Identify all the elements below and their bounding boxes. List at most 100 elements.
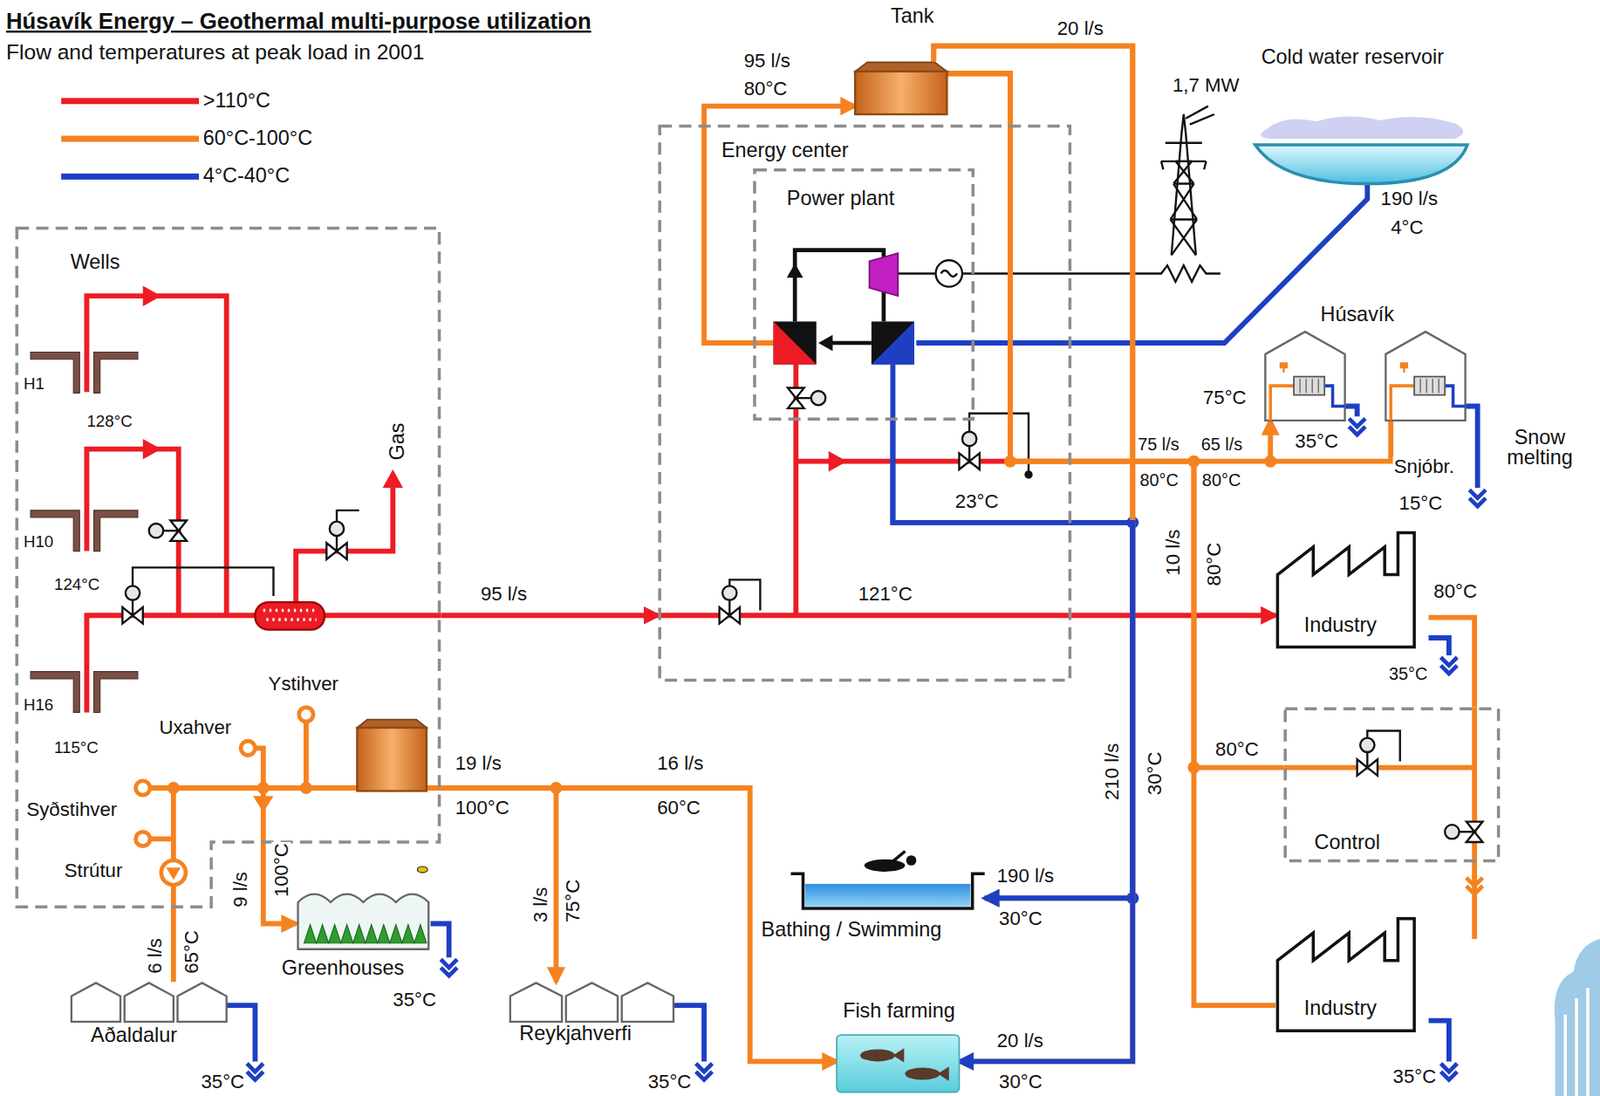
factory-outline [1277, 533, 1415, 648]
control-valve [795, 396, 812, 399]
place-name: Ystihver [266, 673, 340, 693]
pipe-connector [1071, 612, 1276, 618]
node-name: Industry [1303, 997, 1379, 1018]
pipe-connector [933, 46, 1133, 899]
hot-tap [1400, 362, 1409, 373]
node-name: H16 [22, 697, 55, 714]
flow-arrow [252, 795, 274, 813]
place-name: Strútur [63, 860, 124, 880]
control-valve [1444, 824, 1459, 839]
pipe-connector [704, 106, 855, 343]
drain-chevron [1469, 498, 1486, 506]
storage-tank [356, 719, 427, 792]
drain-chevron [246, 1063, 264, 1072]
drain-chevron [1466, 885, 1484, 894]
flow-label: 60°C [656, 798, 702, 818]
company-logo [1554, 938, 1600, 1096]
generator-symbol [936, 259, 963, 287]
flow-label: 80°C [743, 78, 789, 98]
region-outline [16, 227, 439, 907]
flow-label: 65 l/s [1200, 435, 1245, 453]
power-pylon [1170, 161, 1197, 256]
flow-label: 35°C [1391, 1066, 1437, 1086]
warm-pipe [752, 342, 1475, 939]
control-valve [1466, 831, 1484, 842]
flow-arrow [828, 451, 848, 472]
temperature-label: 115°C [53, 739, 100, 757]
legend-swatch [61, 173, 199, 180]
hot-spring [240, 740, 255, 755]
control-valve [969, 452, 980, 470]
pipe-connector [263, 908, 296, 924]
flow-label: 15°C [1397, 492, 1443, 513]
pipe-connector [946, 73, 1271, 461]
well-casing [94, 671, 138, 713]
control-valve [787, 397, 805, 409]
power-pylon [1185, 106, 1215, 125]
pipe-connector [170, 908, 177, 982]
flow-label: 65°C [181, 929, 201, 975]
drain-chevron [1441, 656, 1458, 665]
fish [904, 1066, 940, 1080]
pipe-connector [892, 420, 1133, 1062]
radiator [1299, 378, 1319, 393]
hot-pipe [86, 295, 1072, 712]
flow-label: 23°C [954, 492, 1000, 512]
control-valve [125, 585, 140, 600]
swimming-pool-shape [790, 867, 985, 910]
heat-exchanger [773, 321, 915, 364]
generator-symbol [962, 265, 1221, 282]
fish-pond-shape [836, 1030, 959, 1092]
company-logo [1554, 938, 1600, 1096]
edge-label: 95 l/s [479, 583, 528, 603]
pipe-connector [1429, 617, 1476, 708]
tank-roof [854, 61, 947, 72]
control-valve [335, 535, 338, 552]
node-name: Tank [889, 5, 936, 26]
temperature-label: 128°C [85, 413, 134, 431]
village-houses-shape [510, 981, 674, 1023]
pipe-connector [892, 420, 1133, 898]
swimming-pool: Bathing / Swimming [790, 867, 985, 910]
node-name: Fish farming [841, 999, 957, 1020]
pump-symbol [161, 860, 186, 885]
industry-building: Industry [1275, 914, 1429, 1033]
legend-swatch [61, 136, 199, 143]
pump-symbol [166, 867, 181, 880]
flow-label: 10 l/s [1162, 527, 1183, 576]
village-houses: Reykjahverfi [510, 981, 674, 1023]
flow-label: 75 l/s [1136, 435, 1181, 453]
house-pipe [1390, 385, 1415, 421]
flow-label: 35°C [647, 1071, 693, 1091]
cold-water-reservoir: Cold water reservoir [1252, 112, 1470, 185]
steam-separator [254, 601, 325, 630]
greenhouse: Greenhouses [295, 879, 431, 951]
temperature-label: 124°C [53, 576, 102, 594]
node-name: Industry [1303, 614, 1379, 635]
place-name: Syðstihver [25, 799, 118, 819]
village-houses: Aðaldalur [71, 981, 227, 1023]
cold-pipe [226, 406, 1478, 1062]
flow-label: 19 l/s [453, 752, 502, 773]
town-houses-shape [1260, 331, 1476, 421]
control-valve [1459, 830, 1476, 833]
node-name: Húsavík [1319, 304, 1395, 325]
house-outline [124, 982, 174, 1021]
plants [304, 924, 427, 944]
hot-pipe [86, 295, 255, 712]
flow-label: 20 l/s [1056, 18, 1105, 38]
cycle-arrow [786, 263, 834, 352]
house-outline [566, 982, 618, 1021]
house-outline [71, 982, 121, 1021]
house-outline [177, 982, 227, 1021]
flow-label: 100°C [453, 798, 510, 818]
legend-text: >110°C [202, 89, 273, 110]
storage-tank [356, 727, 427, 792]
steam-separator [266, 617, 316, 622]
village-houses-shape [71, 981, 227, 1023]
warm-pipe [150, 721, 441, 909]
flow-label: 35°C [1293, 431, 1340, 452]
subtitle: Flow and temperatures at peak load in 20… [5, 41, 426, 63]
reservoir-water [1255, 144, 1468, 184]
flow-label: 95 l/s [743, 50, 792, 70]
